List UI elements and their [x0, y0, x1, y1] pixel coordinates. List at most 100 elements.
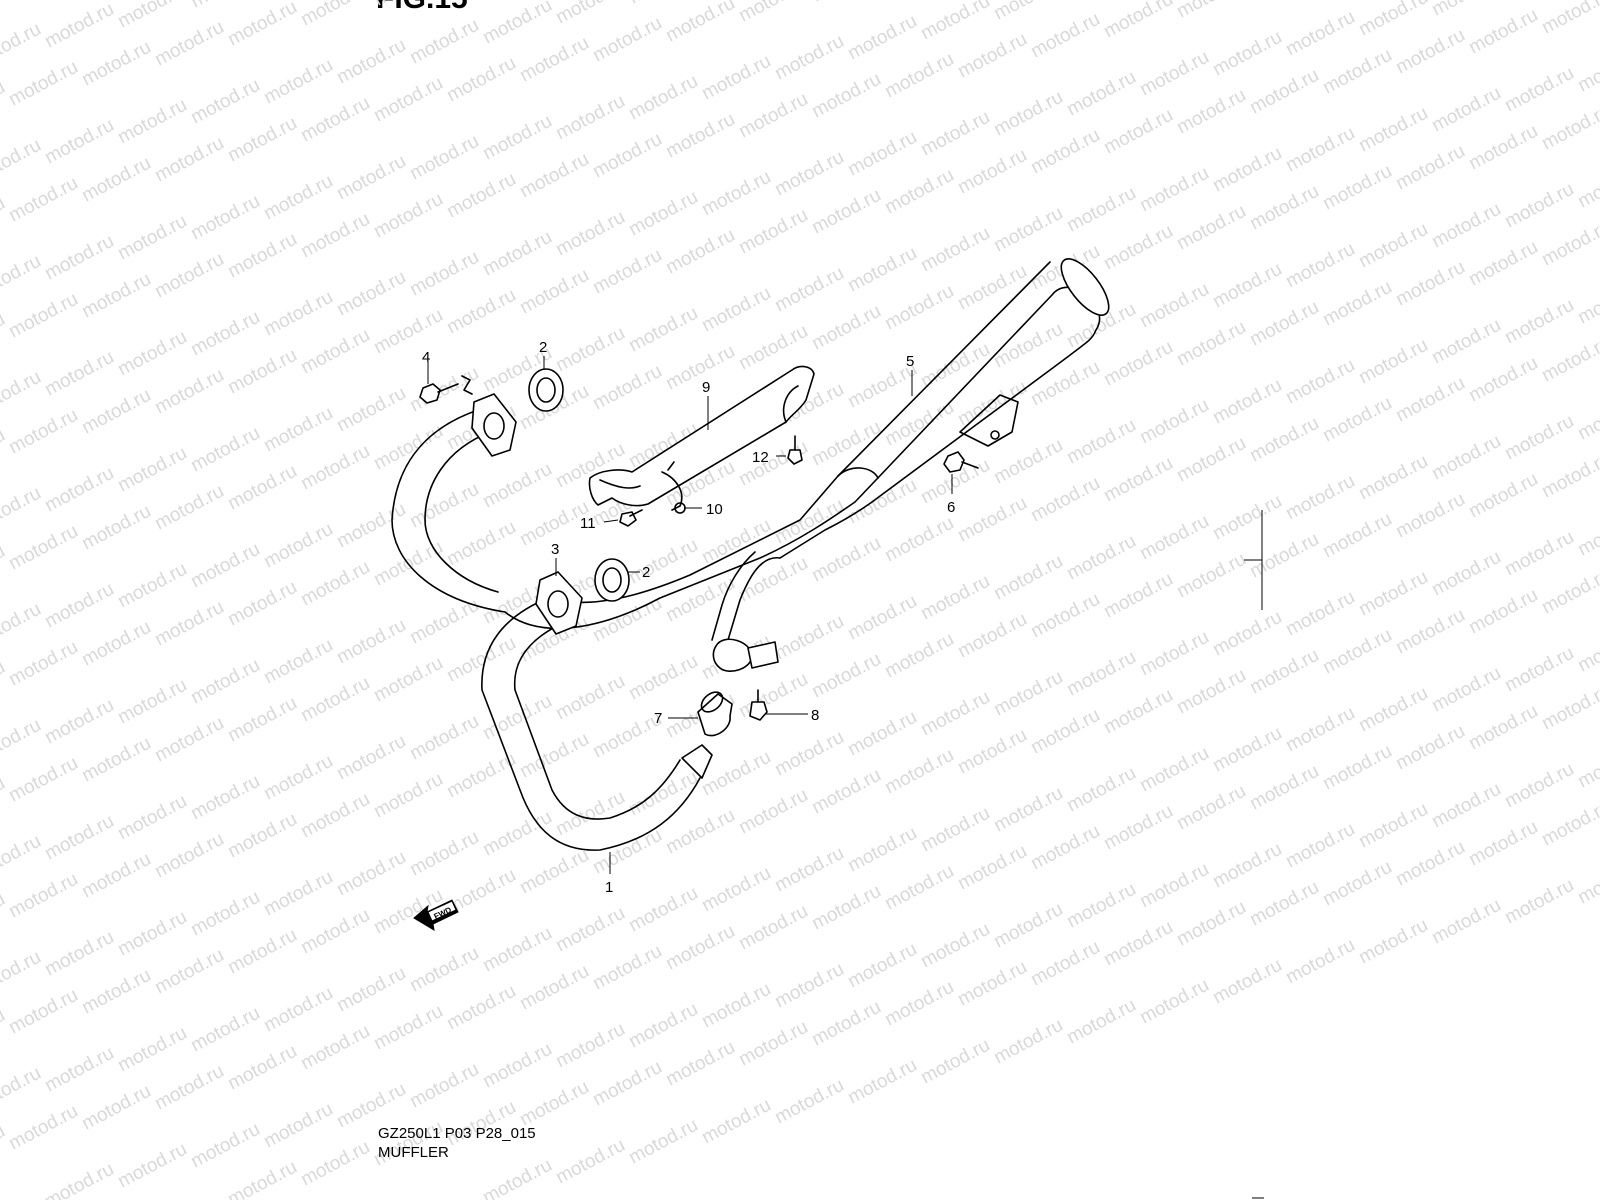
- watermark-text: motod.ru: [297, 557, 373, 611]
- watermark-text: motod.ru: [1538, 565, 1600, 619]
- exhaust-pipe-2[interactable]: [391, 409, 506, 613]
- watermark-text: motod.ru: [1501, 875, 1577, 929]
- watermark-text: motod.ru: [187, 539, 263, 593]
- watermark-text: motod.ru: [224, 113, 300, 167]
- watermark-text: motod.ru: [552, 1019, 628, 1073]
- shield-screw-11[interactable]: [619, 509, 643, 527]
- watermark-text: motod.ru: [1063, 531, 1139, 585]
- watermark-text: motod.ru: [78, 501, 154, 555]
- watermark-text: motod.ru: [1574, 507, 1600, 561]
- watermark-text: motod.ru: [1063, 0, 1139, 4]
- watermark-text: motod.ru: [443, 169, 519, 223]
- shield-screw-12[interactable]: [787, 435, 803, 465]
- watermark-text: motod.ru: [1319, 625, 1395, 679]
- edge-mark: [1244, 510, 1263, 610]
- watermark-text: motod.ru: [151, 597, 227, 651]
- watermark-text: motod.ru: [224, 345, 300, 399]
- callout-12: 12: [752, 449, 769, 466]
- watermark-text: motod.ru: [260, 983, 336, 1037]
- watermark-text: motod.ru: [625, 535, 701, 589]
- watermark-text: motod.ru: [260, 867, 336, 921]
- watermark-text: motod.ru: [5, 405, 81, 459]
- exhaust-flange-lower[interactable]: [535, 571, 583, 635]
- exhaust-gasket-upper[interactable]: [528, 368, 564, 412]
- watermark-text: motod.ru: [1173, 0, 1249, 22]
- watermark-text: motod.ru: [1209, 375, 1285, 429]
- watermark-text: motod.ru: [1100, 0, 1176, 42]
- watermark-text: motod.ru: [808, 881, 884, 935]
- watermark-text: motod.ru: [187, 771, 263, 825]
- watermark-text: motod.ru: [1100, 105, 1176, 159]
- watermark-text: motod.ru: [1574, 43, 1600, 97]
- watermark-text: motod.ru: [1173, 433, 1249, 487]
- watermark-text: motod.ru: [260, 403, 336, 457]
- watermark-text: motod.ru: [1027, 473, 1103, 527]
- exhaust-gasket-lower[interactable]: [594, 558, 630, 602]
- watermark-text: motod.ru: [479, 227, 555, 281]
- watermark-text: motod.ru: [5, 173, 81, 227]
- watermark-text: motod.ru: [990, 0, 1066, 24]
- watermark-text: motod.ru: [516, 845, 592, 899]
- watermark-text: motod.ru: [844, 11, 920, 65]
- watermark-text: motod.ru: [516, 1077, 592, 1131]
- connector-pipe-7[interactable]: [697, 688, 733, 737]
- watermark-text: motod.ru: [1246, 413, 1322, 467]
- watermark-text: motod.ru: [552, 903, 628, 957]
- watermark-text: motod.ru: [881, 281, 957, 335]
- watermark-text: motod.ru: [224, 925, 300, 979]
- watermark-text: motod.ru: [771, 1075, 847, 1129]
- watermark-text: motod.ru: [406, 15, 482, 69]
- watermark-text: motod.ru: [954, 725, 1030, 779]
- watermark-text: motod.ru: [297, 93, 373, 147]
- watermark-text: motod.ru: [1246, 297, 1322, 351]
- watermark-text: motod.ru: [443, 53, 519, 107]
- watermark-text: motod.ru: [990, 319, 1066, 373]
- watermark-text: motod.ru: [1392, 721, 1468, 775]
- muffler[interactable]: [504, 252, 1117, 672]
- muffler-heat-shield[interactable]: [588, 365, 815, 507]
- watermark-text: motod.ru: [698, 863, 774, 917]
- watermark-text: motod.ru: [224, 577, 300, 631]
- watermark-text: motod.ru: [771, 959, 847, 1013]
- watermark-text: motod.ru: [1282, 355, 1358, 409]
- watermark-text: motod.ru: [917, 803, 993, 857]
- watermark-text: motod.ru: [1574, 739, 1600, 793]
- watermark-text: motod.ru: [151, 133, 227, 187]
- watermark-text: motod.ru: [151, 249, 227, 303]
- watermark-text: motod.ru: [1246, 761, 1322, 815]
- watermark-text: motod.ru: [1574, 391, 1600, 445]
- watermark-text: motod.ru: [260, 519, 336, 573]
- flange-bolt-4[interactable]: [419, 375, 473, 404]
- watermark-text: motod.ru: [333, 499, 409, 553]
- watermark-text: motod.ru: [1136, 975, 1212, 1029]
- watermark-text: motod.ru: [0, 541, 9, 595]
- watermark-text: motod.ru: [990, 667, 1066, 721]
- watermark-text: motod.ru: [1136, 395, 1212, 449]
- watermark-text: motod.ru: [333, 615, 409, 669]
- watermark-text: motod.ru: [187, 655, 263, 709]
- watermark-text: motod.ru: [1319, 857, 1395, 911]
- callout-7: 7: [654, 710, 662, 727]
- watermark-text: motod.ru: [1173, 549, 1249, 603]
- watermark-text: motod.ru: [1027, 357, 1103, 411]
- watermark-text: motod.ru: [1355, 0, 1431, 40]
- mounting-bolt-6[interactable]: [943, 451, 979, 473]
- clamp-bolt-8[interactable]: [749, 689, 768, 721]
- watermark-text: motod.ru: [1100, 221, 1176, 275]
- watermark-text: motod.ru: [1282, 239, 1358, 293]
- watermark-text: motod.ru: [808, 301, 884, 355]
- watermark-text: motod.ru: [954, 261, 1030, 315]
- watermark-text: motod.ru: [1428, 83, 1504, 137]
- watermark-text: motod.ru: [662, 109, 738, 163]
- watermark-text: motod.ru: [224, 0, 300, 50]
- watermark-text: motod.ru: [479, 459, 555, 513]
- watermark-text: motod.ru: [1100, 801, 1176, 855]
- callout-10: 10: [706, 501, 723, 518]
- watermark-text: motod.ru: [0, 831, 45, 885]
- watermark-text: motod.ru: [0, 309, 9, 363]
- exhaust-flange-upper[interactable]: [471, 393, 517, 457]
- watermark-text: motod.ru: [406, 131, 482, 185]
- exhaust-pipe-1[interactable]: [481, 597, 713, 851]
- watermark-text: motod.ru: [662, 0, 738, 46]
